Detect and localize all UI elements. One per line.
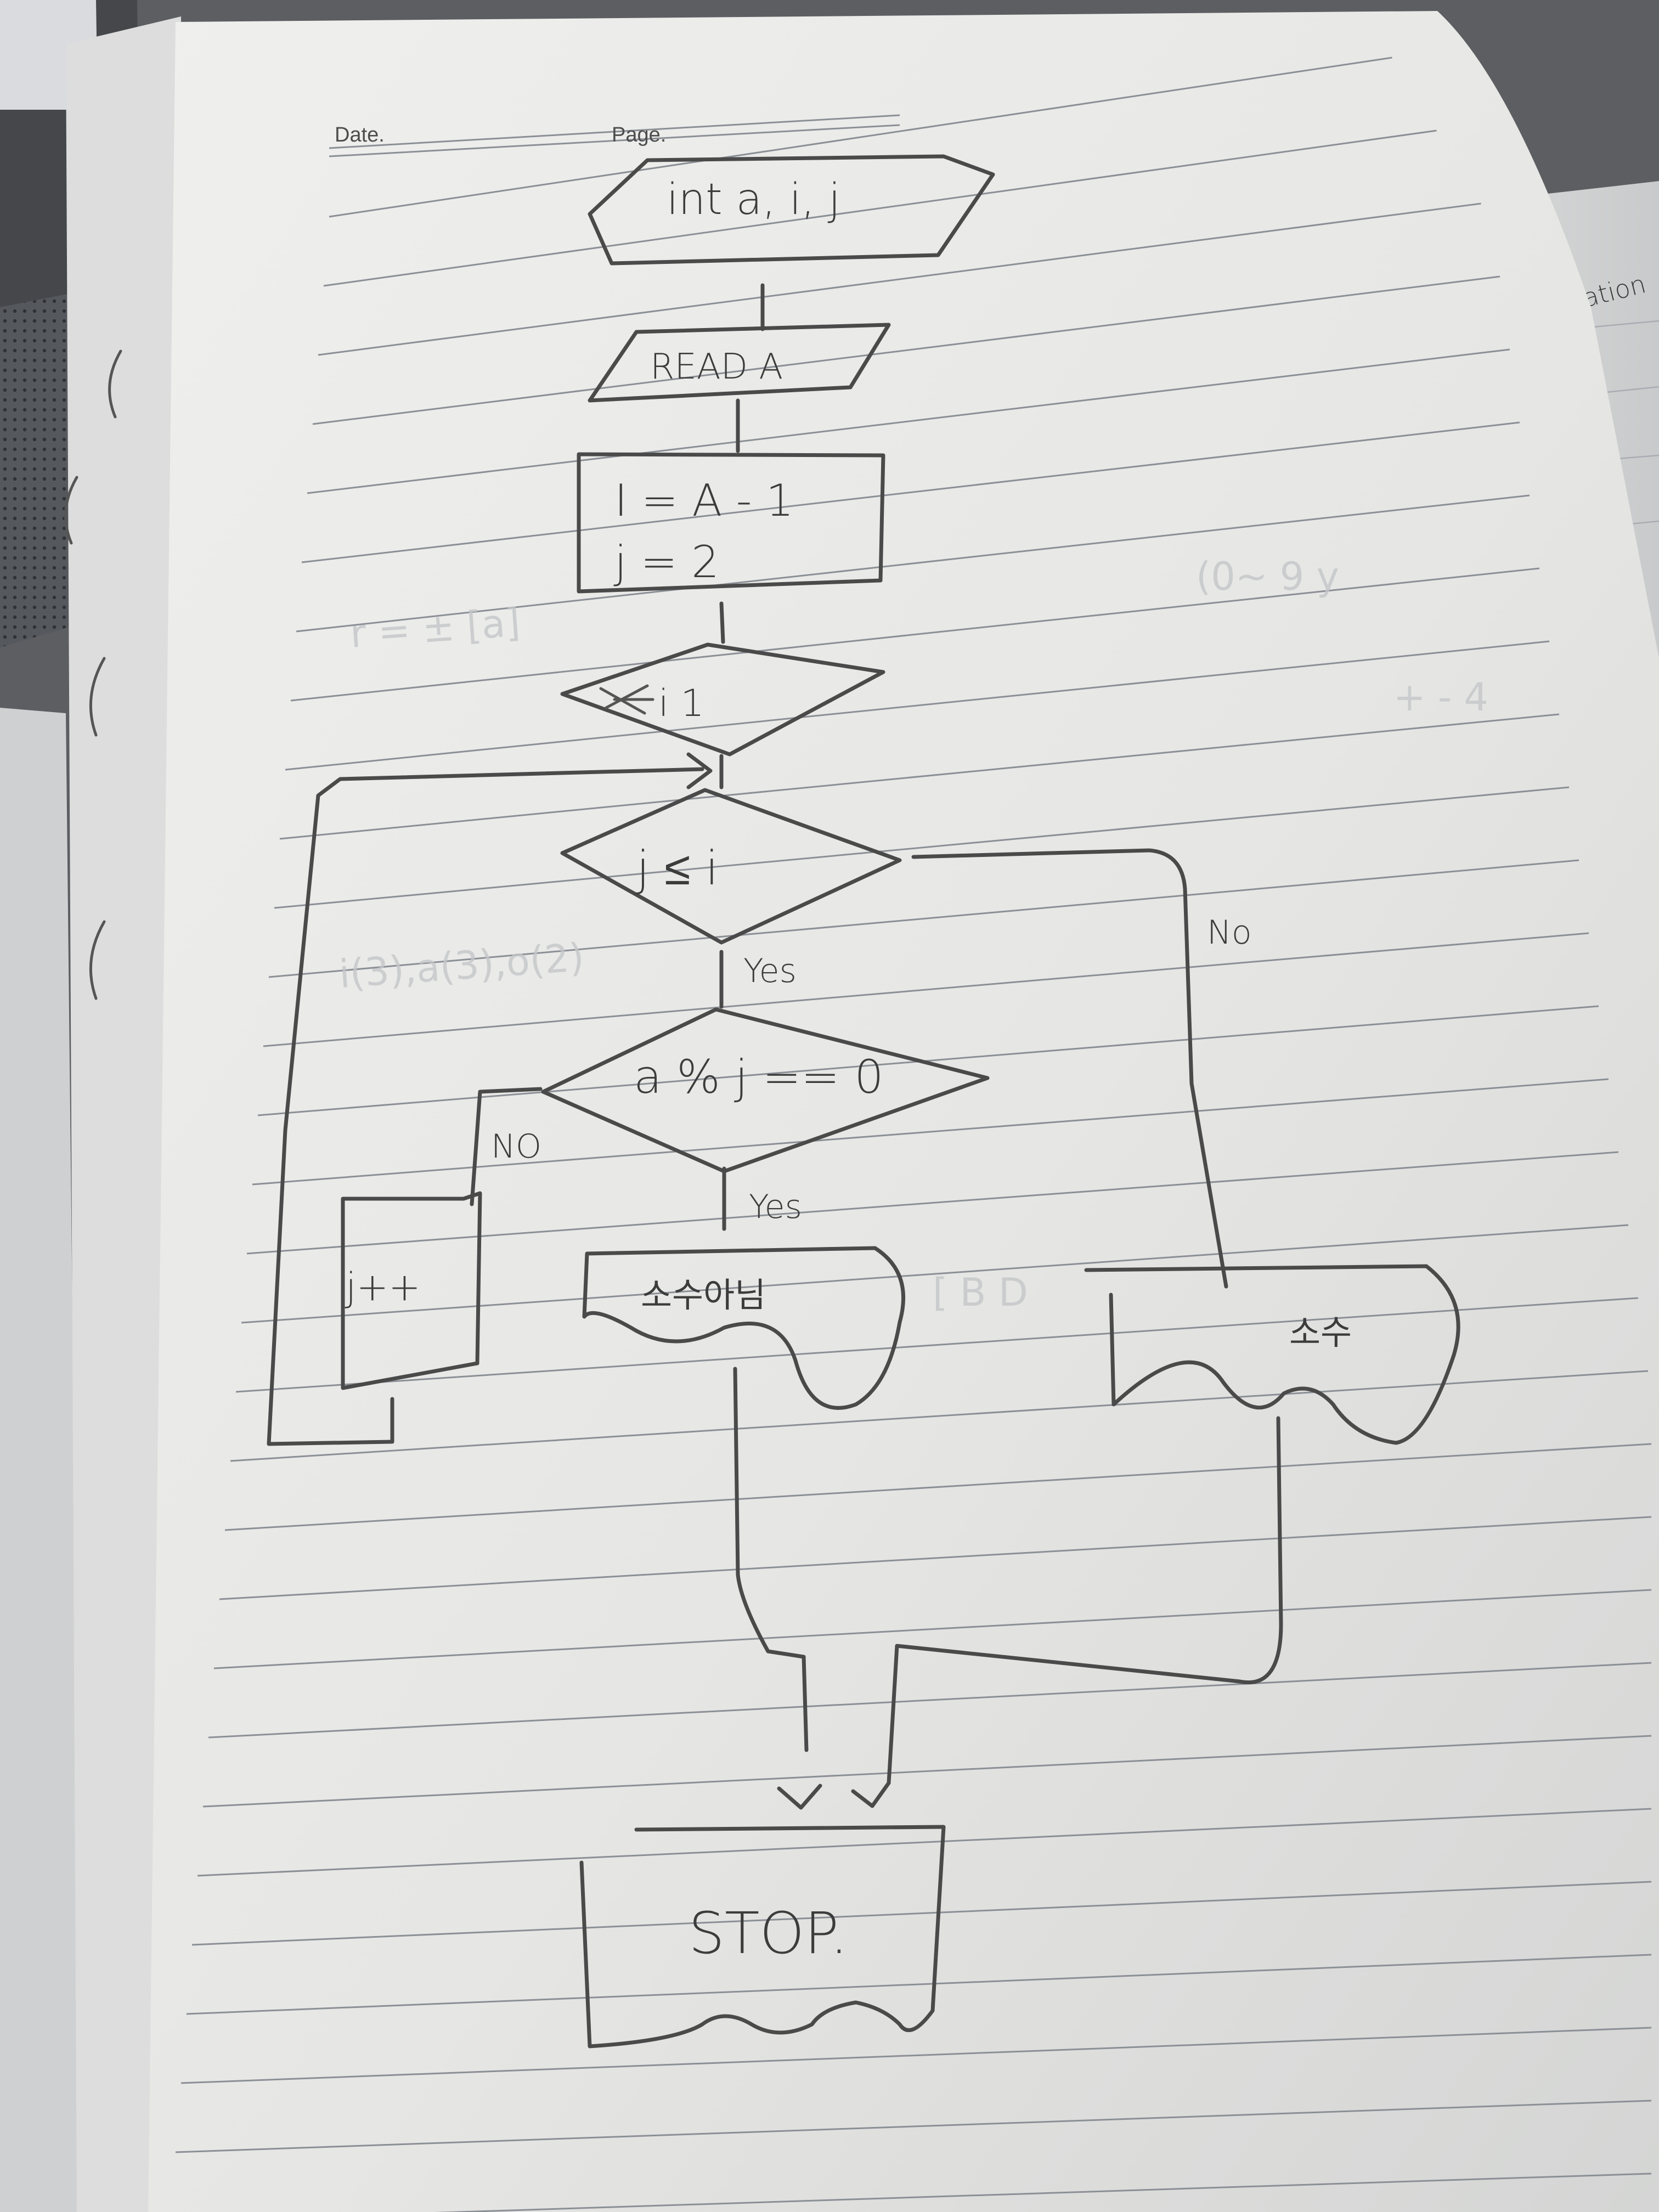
connector-assign-prep	[719, 601, 725, 644]
header-rule	[329, 114, 900, 149]
output-composite-text: 소수아님	[641, 1275, 766, 1315]
ruled-line	[213, 1589, 1652, 1669]
background-paper-left	[0, 708, 82, 2212]
binding-mark	[89, 657, 106, 737]
scribble-mark	[599, 684, 654, 715]
ruled-line	[323, 129, 1437, 287]
ruled-line	[197, 1808, 1652, 1877]
ruled-line	[307, 348, 1510, 494]
ruled-line	[208, 1662, 1652, 1739]
connector-prime-stop	[887, 1416, 1283, 1785]
ruled-line	[279, 713, 1560, 840]
modulo-yes-label: Yes	[749, 1188, 802, 1226]
ruled-line	[274, 786, 1570, 909]
date-label: Date.	[335, 123, 385, 146]
connector-composite-stop	[733, 1367, 809, 1752]
terminal-stop-document	[579, 1825, 946, 2049]
preparation-text: i 1	[658, 682, 704, 725]
ruled-line	[290, 567, 1540, 702]
arrowhead-composite	[777, 1784, 822, 1810]
ruled-line	[329, 57, 1392, 218]
output-prime-document	[1084, 1264, 1460, 1445]
binding-mark	[108, 349, 122, 419]
ruled-line	[202, 1735, 1652, 1808]
loop-back-arrowhead	[686, 752, 713, 789]
read-parallelogram	[588, 323, 891, 403]
assign-i-text: I = A - 1	[614, 475, 794, 526]
increment-text: j++	[345, 1265, 421, 1310]
ruled-line	[312, 275, 1500, 425]
ruled-line	[219, 1516, 1652, 1600]
read-text: READ A	[650, 347, 783, 387]
modulo-no-label: NO	[491, 1127, 541, 1166]
ruled-line	[235, 1297, 1639, 1393]
ruled-line	[301, 421, 1520, 563]
header-rule	[329, 124, 900, 157]
page-label: Page.	[612, 123, 666, 146]
modulo-condition-text: a % j == 0	[634, 1050, 884, 1104]
loop-no-line	[911, 848, 1228, 1289]
modulo-condition-diamond	[541, 1007, 990, 1173]
loop-no-label: No	[1207, 913, 1252, 952]
ruled-line	[263, 932, 1589, 1047]
output-composite-document	[582, 1246, 905, 1410]
flowchart: int a, i, j READ A I = A - 1 j = 2 i 1 j…	[267, 154, 1460, 2049]
ruled-line	[180, 2027, 1652, 2084]
ruled-lines	[175, 57, 1652, 2212]
ruled-line	[318, 202, 1481, 356]
ruled-line	[434, 2172, 1652, 2212]
svg-text:(0~ 9 y: (0~ 9 y	[1196, 554, 1339, 599]
increment-box	[341, 1191, 482, 1390]
loop-yes-label: Yes	[743, 952, 797, 990]
arrowhead-prime	[851, 1781, 891, 1808]
binding-mark	[89, 920, 106, 1000]
ruled-line	[175, 2100, 1652, 2153]
loop-condition-text: j ≤ i	[635, 841, 719, 896]
declaration-hexagon	[588, 154, 995, 266]
svg-text:[ B D: [ B D	[933, 1270, 1028, 1315]
ruled-line	[268, 859, 1579, 978]
loop-condition-diamond	[560, 788, 902, 945]
terminal-text: STOP.	[689, 1900, 848, 1967]
ruled-line	[224, 1443, 1652, 1531]
ruled-line	[191, 1881, 1652, 1946]
assignment-box	[577, 452, 885, 594]
preparation-diamond	[560, 642, 885, 757]
ruled-line	[252, 1078, 1609, 1186]
svg-text:+ - 4: + - 4	[1393, 675, 1488, 720]
ruled-line	[296, 494, 1530, 633]
ruled-line	[186, 1954, 1652, 2015]
ruled-line	[241, 1224, 1629, 1324]
modulo-no-line	[470, 1087, 543, 1206]
loop-back-line	[267, 767, 704, 1446]
assign-j-text: j = 2	[613, 537, 719, 588]
ruled-line	[285, 640, 1550, 771]
notebook-page	[148, 11, 1659, 2212]
binding-mark	[64, 476, 78, 545]
output-prime-text: 소수	[1289, 1312, 1352, 1352]
ruled-line	[230, 1370, 1649, 1462]
ruled-line	[246, 1151, 1619, 1255]
declaration-text: int a, i, j	[667, 175, 840, 224]
